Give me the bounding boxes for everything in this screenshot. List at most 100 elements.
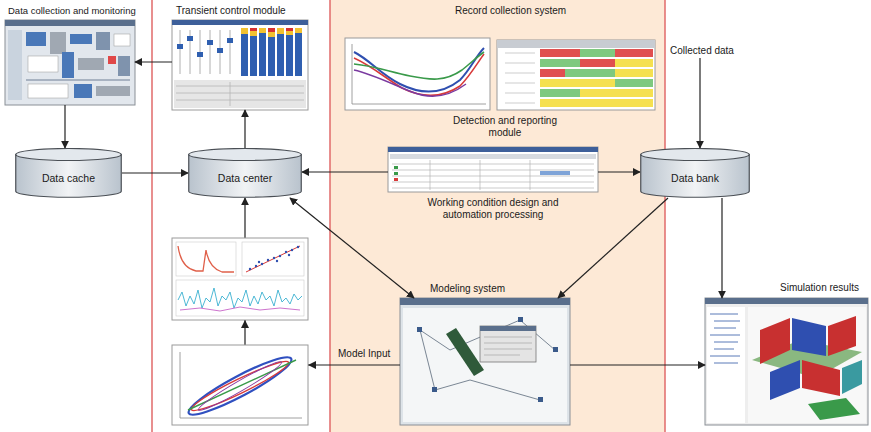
decor-rect: [403, 308, 567, 422]
decor-rect: [187, 36, 193, 41]
decor-rect: [50, 32, 66, 54]
connector-arrow: [721, 198, 722, 298]
decor-polygon: [770, 360, 800, 400]
decor-rect: [62, 52, 74, 78]
decor-rect: [540, 99, 653, 107]
decor-g: [505, 53, 535, 103]
decor-rect: [497, 40, 655, 110]
node-title: Data center: [218, 172, 272, 185]
decor-rect: [177, 44, 183, 49]
decor-rect: [207, 40, 213, 45]
decor-line: [484, 349, 532, 350]
transient-control-screenshot: [172, 20, 308, 110]
decor-rect: [615, 49, 653, 57]
decor-circle: [249, 268, 251, 270]
decor-rect: [74, 84, 92, 98]
decor-rect: [480, 326, 536, 362]
decor-line: [329, 0, 331, 432]
decor-rect: [330, 0, 665, 432]
connector-arrow: [598, 171, 640, 172]
decor-line: [180, 418, 302, 419]
decor-rect: [172, 345, 308, 425]
decor-line: [484, 355, 520, 356]
cylinder-top: [189, 149, 302, 161]
decor-polygon: [808, 398, 860, 420]
decor-rect: [277, 28, 284, 34]
decor-line: [430, 160, 431, 190]
decor-rect: [518, 317, 523, 322]
decor-circle: [288, 254, 290, 256]
decor-rect: [78, 58, 104, 70]
decor-line: [392, 182, 594, 183]
decor-rect: [174, 80, 306, 108]
arrow-head: [308, 361, 316, 369]
decor-circle: [258, 261, 260, 263]
decor-g: [420, 320, 555, 400]
decor-rect: [259, 28, 266, 33]
decor-ellipse: [196, 358, 284, 415]
decor-circle: [285, 251, 287, 253]
decor-circle: [267, 259, 269, 261]
decor-g: [484, 337, 532, 355]
decor-line: [505, 103, 535, 104]
decor-circle: [255, 265, 257, 267]
decor-rect: [538, 397, 543, 402]
decor-line: [176, 93, 304, 94]
decor-line: [505, 73, 535, 74]
decor-circle: [261, 263, 263, 265]
decor-path: [354, 54, 484, 95]
screenshot-panel: Record collection systemDetection and re…: [343, 20, 658, 112]
decor-g: [180, 30, 230, 74]
decor-rect: [565, 69, 615, 77]
connector-arrow: [302, 171, 388, 172]
connector-arrow: [290, 198, 414, 298]
decor-g: [177, 36, 233, 57]
decor-rect: [259, 28, 266, 76]
decor-rect: [286, 28, 293, 31]
decor-g: [249, 246, 299, 270]
decor-polygon: [802, 360, 840, 396]
decor-rect: [615, 79, 653, 87]
decor-rect: [705, 298, 868, 425]
decor-polygon: [828, 316, 856, 356]
decor-line: [230, 82, 231, 106]
decor-rect: [172, 238, 308, 320]
decor-line: [180, 352, 181, 418]
decor-circle: [276, 260, 278, 262]
node-title: Record collection system: [455, 5, 566, 17]
database-cylinder: Data cache: [15, 148, 122, 198]
decor-rect: [540, 59, 580, 67]
decor-line: [392, 176, 594, 177]
node-caption: Detection and reporting module: [440, 115, 570, 139]
decor-g: [710, 314, 740, 363]
decor-rect: [118, 56, 130, 76]
decor-rect: [217, 48, 223, 53]
decor-line: [392, 170, 594, 171]
decor-rect: [241, 28, 248, 34]
decor-polyline: [180, 307, 300, 311]
decor-rect: [286, 28, 293, 35]
decor-line: [420, 330, 435, 390]
decor-rect: [172, 20, 308, 110]
node-title: Working condition design and automation …: [408, 197, 578, 221]
decor-line: [176, 86, 304, 87]
decor-circle: [297, 246, 299, 248]
cylinder-top: [641, 149, 750, 161]
decor-line: [714, 328, 736, 329]
decor-rect: [286, 28, 293, 76]
decor-line: [664, 0, 666, 432]
decor-rect: [388, 147, 598, 192]
record-table-screenshot: [497, 40, 655, 110]
decor-rect: [432, 387, 437, 392]
decor-line: [505, 93, 535, 94]
decor-rect: [417, 327, 422, 332]
decor-line: [714, 363, 738, 364]
decor-line: [710, 335, 740, 336]
decor-polygon: [842, 360, 862, 394]
decor-line: [470, 380, 540, 400]
decor-g: [176, 82, 304, 106]
simulation-screenshot: [705, 298, 868, 425]
